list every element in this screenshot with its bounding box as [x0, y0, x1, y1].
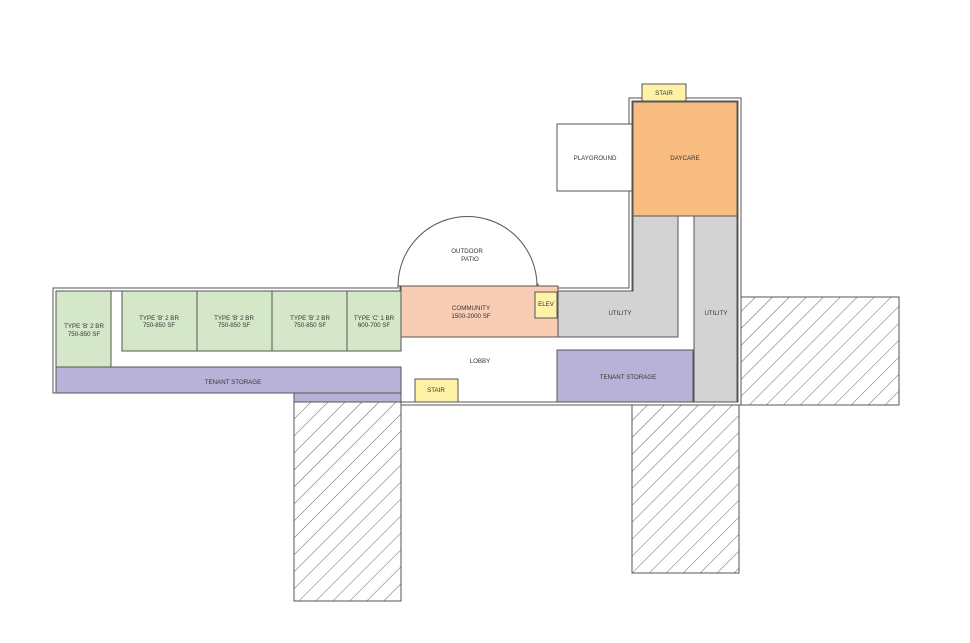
utility-right: UTILITY — [693, 215, 738, 403]
unit-b-1-label-2: 750-850 SF — [68, 331, 101, 338]
playground: PLAYGROUND — [556, 123, 633, 192]
hatched-areas — [293, 296, 900, 602]
unit-c-label-1: TYPE 'C' 1 BR — [354, 315, 395, 322]
daycare-shape — [632, 101, 738, 217]
units: TYPE 'B' 2 BR 750-850 SF TYPE 'B' 2 BR 7… — [55, 290, 402, 368]
unit-b-4-shape — [271, 290, 348, 352]
elevator: ELEV — [534, 291, 558, 319]
elevator-label: ELEV — [538, 301, 555, 308]
storage-left-shape — [55, 366, 402, 394]
hatched-area-center — [631, 397, 740, 574]
stair-lower-label: STAIR — [427, 387, 445, 394]
storage-left: TENANT STORAGE — [55, 366, 402, 403]
utility-left-label: UTILITY — [608, 310, 631, 317]
hatched-area-left — [293, 397, 402, 602]
outdoor-patio-label-2: PATIO — [461, 256, 479, 263]
unit-b-4-label-1: TYPE 'B' 2 BR — [290, 315, 330, 322]
storage-right: TENANT STORAGE — [556, 349, 694, 403]
stair-top: STAIR — [641, 83, 687, 102]
elevator-shape — [534, 291, 558, 319]
utility-right-shape — [693, 215, 738, 403]
stair-lower: STAIR — [414, 378, 459, 403]
utility-left: UTILITY — [556, 215, 679, 338]
community: COMMUNITY 1500-2000 SF — [400, 285, 559, 338]
storage-right-label: TENANT STORAGE — [600, 374, 657, 381]
stair-top-label: STAIR — [655, 90, 673, 97]
outdoor-patio-label-1: OUTDOOR — [451, 248, 483, 255]
unit-c-shape — [346, 290, 402, 352]
daycare-label: DAYCARE — [670, 155, 699, 162]
unit-b-1-shape — [55, 290, 112, 368]
unit-b-3-label-1: TYPE 'B' 2 BR — [214, 315, 254, 322]
outdoor-patio-shape — [397, 216, 538, 287]
community-label-2: 1500-2000 SF — [451, 313, 490, 320]
community-shape — [400, 285, 559, 338]
utility-right-label: UTILITY — [704, 310, 727, 317]
hatched-area-right — [736, 296, 900, 406]
storage-left-label: TENANT STORAGE — [205, 379, 262, 386]
unit-b-2-label-1: TYPE 'B' 2 BR — [139, 315, 179, 322]
lobby-label: LOBBY — [470, 358, 491, 365]
storage-left-tail — [293, 392, 402, 403]
unit-c-label-2: 600-700 SF — [358, 322, 391, 329]
community-label-1: COMMUNITY — [452, 305, 490, 312]
playground-shape — [556, 123, 633, 192]
unit-b-3-label-2: 750-850 SF — [218, 322, 251, 329]
utility-left-shape — [556, 215, 679, 338]
outdoor-patio: OUTDOOR PATIO — [397, 216, 538, 287]
unit-b-2-label-2: 750-850 SF — [143, 322, 176, 329]
storage-right-shape — [556, 349, 694, 403]
unit-b-4-label-2: 750-850 SF — [294, 322, 327, 329]
unit-b-1-label-1: TYPE 'B' 2 BR — [64, 323, 104, 330]
playground-label: PLAYGROUND — [574, 155, 617, 162]
daycare: DAYCARE — [632, 101, 738, 217]
stair-top-shape — [641, 83, 687, 102]
stair-lower-shape — [414, 378, 459, 403]
unit-b-3-shape — [196, 290, 273, 352]
